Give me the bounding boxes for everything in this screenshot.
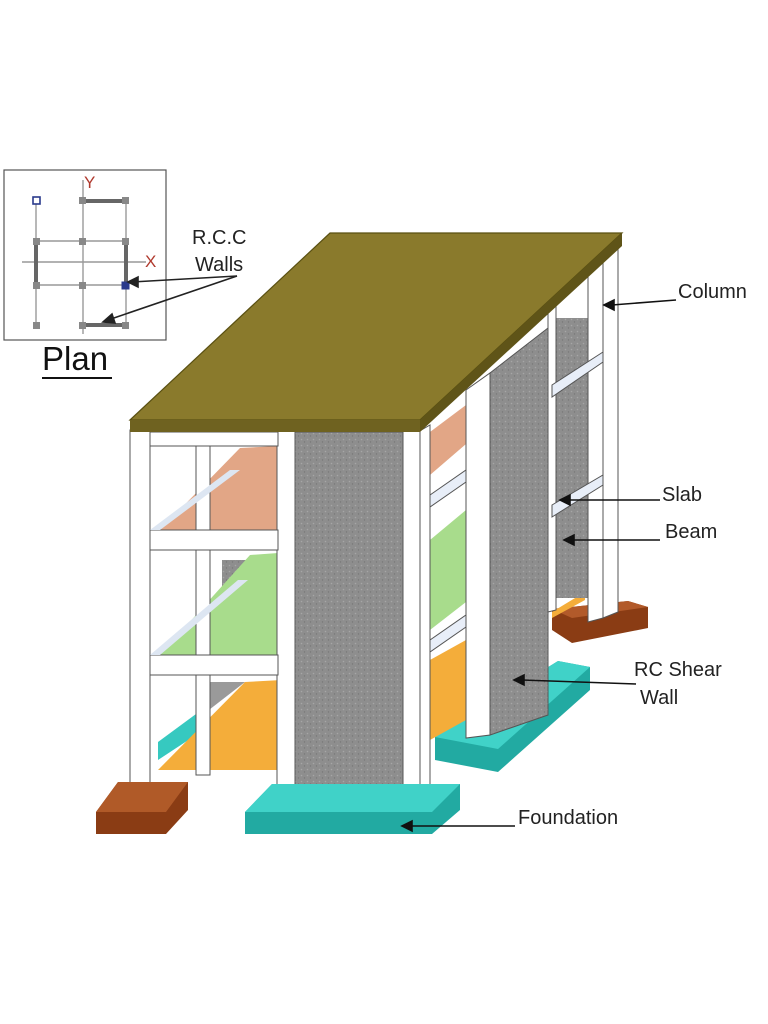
plan-node-highlight (32, 196, 41, 205)
upper-slab (160, 446, 278, 530)
plan-frame (3, 169, 167, 341)
plan-inset (3, 169, 238, 341)
rcc-walls-label-line2: Walls (195, 254, 244, 276)
plan-axis-x-label: X (145, 252, 157, 271)
roof (128, 232, 624, 432)
plan-nodes (33, 197, 129, 329)
foundation-label: Foundation (518, 807, 619, 829)
ground-slab (158, 680, 282, 770)
side-shear-wall (489, 326, 549, 736)
column-label: Column (678, 281, 747, 303)
plan-node-highlight (121, 281, 130, 290)
left-back-foundation (158, 714, 196, 760)
front-left-column (129, 429, 151, 803)
leader-arrows (400, 298, 677, 833)
plan-title-underline (42, 377, 112, 379)
plan-wall-arrows (101, 275, 238, 324)
plan-rcc-walls (34, 199, 128, 327)
front-beam-upper (149, 529, 279, 551)
front-beam-lower (149, 654, 279, 676)
plan-axis-y-label: Y (84, 173, 96, 192)
slab-label: Slab (662, 484, 703, 506)
front-shear-wall (294, 427, 421, 801)
beam-label: Beam (665, 521, 718, 543)
rc-shear-wall-label-line1: RC Shear (634, 659, 722, 681)
left-bay (158, 446, 282, 770)
rc-shear-wall-label-line2: Wall (640, 687, 679, 709)
foundations-front (96, 782, 460, 834)
right-side-frame (417, 239, 619, 801)
rcc-walls-label-line1: R.C.C (192, 227, 247, 249)
plan-title: Plan (42, 340, 109, 377)
